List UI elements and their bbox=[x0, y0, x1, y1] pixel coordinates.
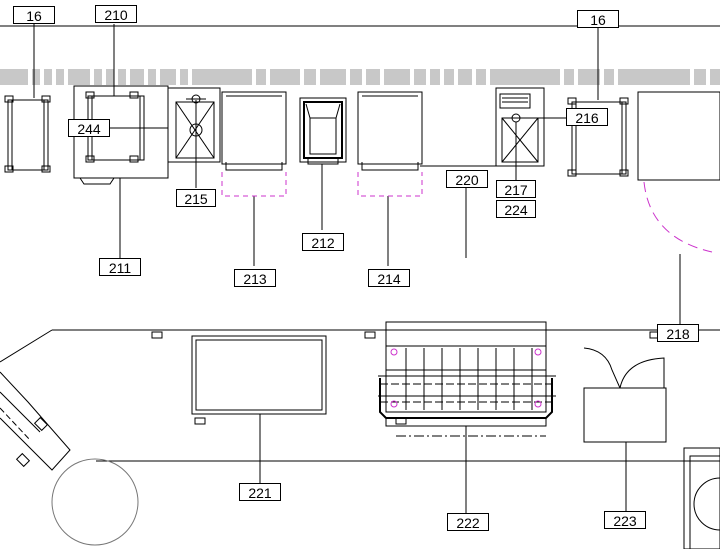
callout-210: 210 bbox=[95, 5, 137, 23]
callout-224: 224 bbox=[496, 200, 536, 218]
burner-marks-222 bbox=[390, 348, 542, 408]
equipment-221 bbox=[191, 335, 327, 484]
clearance-213 bbox=[221, 172, 287, 197]
cart-16-right bbox=[567, 28, 629, 177]
equipment-223 bbox=[583, 347, 667, 512]
corner-unit bbox=[683, 447, 720, 549]
callout-222: 222 bbox=[447, 513, 489, 531]
front-counter bbox=[0, 329, 720, 462]
cabinet-218 bbox=[637, 91, 720, 181]
equipment-217 bbox=[495, 87, 570, 180]
callout-221: 221 bbox=[239, 483, 281, 501]
equipment-222 bbox=[378, 321, 556, 514]
callout-223: 223 bbox=[604, 511, 646, 529]
equipment-213 bbox=[221, 91, 287, 266]
door-swing bbox=[643, 181, 713, 253]
cart-16-left bbox=[4, 24, 51, 173]
equipment-214 bbox=[357, 91, 423, 266]
callout-212: 212 bbox=[302, 233, 344, 251]
callout-218: 218 bbox=[657, 324, 699, 342]
callout-214: 214 bbox=[368, 269, 410, 287]
callout-217: 217 bbox=[496, 180, 536, 198]
callout-216: 216 bbox=[566, 108, 608, 126]
callout-215: 215 bbox=[176, 189, 216, 207]
angled-unit bbox=[0, 371, 71, 471]
callout-16-left: 16 bbox=[13, 6, 55, 24]
callout-220: 220 bbox=[446, 170, 488, 188]
callout-211: 211 bbox=[99, 258, 141, 276]
clearance-214 bbox=[357, 172, 423, 197]
equipment-210 bbox=[73, 24, 169, 262]
callout-16-right: 16 bbox=[577, 10, 619, 28]
callout-244: 244 bbox=[68, 119, 110, 137]
hood-strip bbox=[0, 69, 720, 85]
callout-213: 213 bbox=[234, 269, 276, 287]
equipment-215 bbox=[167, 87, 221, 188]
equipment-212 bbox=[299, 97, 347, 230]
round-table bbox=[51, 458, 139, 546]
